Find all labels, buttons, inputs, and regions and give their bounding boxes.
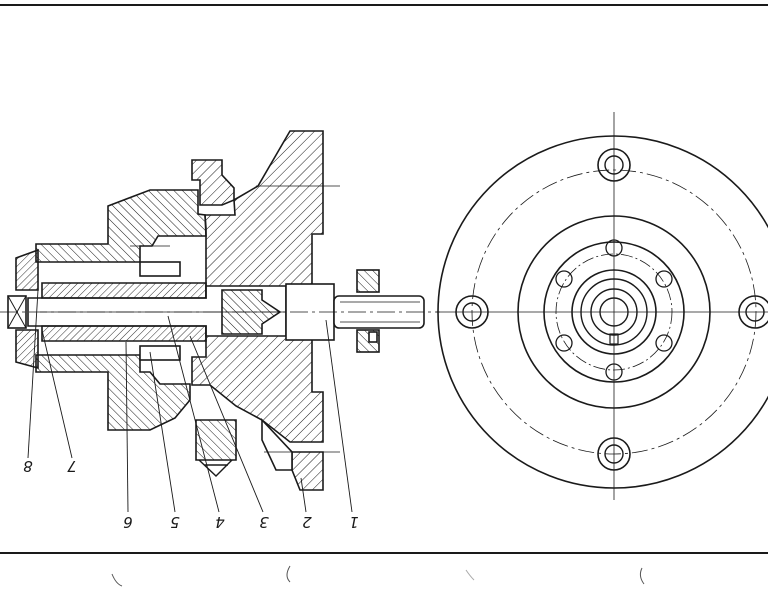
callout-1: 1 [349,513,359,531]
leader-7 [41,329,73,459]
scan-mark-a [111,573,123,587]
hub-mid [580,278,648,346]
drawing-frame [0,4,768,554]
inner-sleeve-lower [41,325,207,342]
bolt-hole-left [455,295,489,329]
callout-2: 2 [302,513,312,531]
hub-keyway [609,333,619,345]
leader-lines [27,289,353,513]
small-hole-6 [555,270,573,288]
end-cap-lower [15,329,39,370]
small-hole-3 [655,334,673,352]
leader-4 [167,315,220,513]
flange-lower-lug [291,451,324,491]
hub-outer [571,269,657,355]
leader-5 [149,351,176,513]
section-view [0,130,440,491]
callout-3: 3 [259,513,269,531]
threaded-plug [221,289,282,335]
scan-mark-d [639,567,645,585]
clamp-bottom-slot [368,331,378,343]
seal-groove-top [139,261,181,277]
callout-4: 4 [215,513,225,531]
raised-face-circle [517,215,711,409]
flange-outer-circle [437,135,768,489]
hub-bore [599,297,629,327]
small-hole-4 [605,363,623,381]
scan-mark-b [286,565,291,583]
callout-7: 7 [67,457,77,475]
small-hole-2 [655,270,673,288]
leader-1 [325,319,353,513]
hub-inner [590,288,638,336]
bottom-foot [195,419,237,461]
leader-6 [125,341,129,513]
small-hole-1 [605,239,623,257]
leader-8 [27,289,39,459]
leader-2 [300,477,307,513]
inner-boss-circle [543,241,685,383]
front-view [436,112,768,500]
small-hole-5 [555,334,573,352]
seal-groove-bottom [139,345,181,361]
bolt-hole-top [597,148,631,182]
scan-marks [111,565,645,587]
end-cap-upper [15,248,39,291]
inner-sleeve-upper [41,282,207,299]
callout-6: 6 [123,513,133,531]
bolt-hole-bottom [597,437,631,471]
bolt-hole-right [738,295,768,329]
callout-5: 5 [170,513,180,531]
flange-lower-lug-web [261,417,293,471]
bearing-housing-lower [35,354,191,431]
clamp-top [356,269,380,293]
scan-mark-c [465,569,475,581]
flange-top-boss [191,159,235,206]
callout-8: 8 [23,457,33,475]
drain-tip [198,459,233,477]
bearing-housing [35,189,207,263]
small-bolt-circle [555,253,673,371]
leader-3 [189,335,264,513]
bolt-circle [471,169,757,455]
callout-labels: 1 2 3 4 5 6 7 8 [23,457,359,531]
